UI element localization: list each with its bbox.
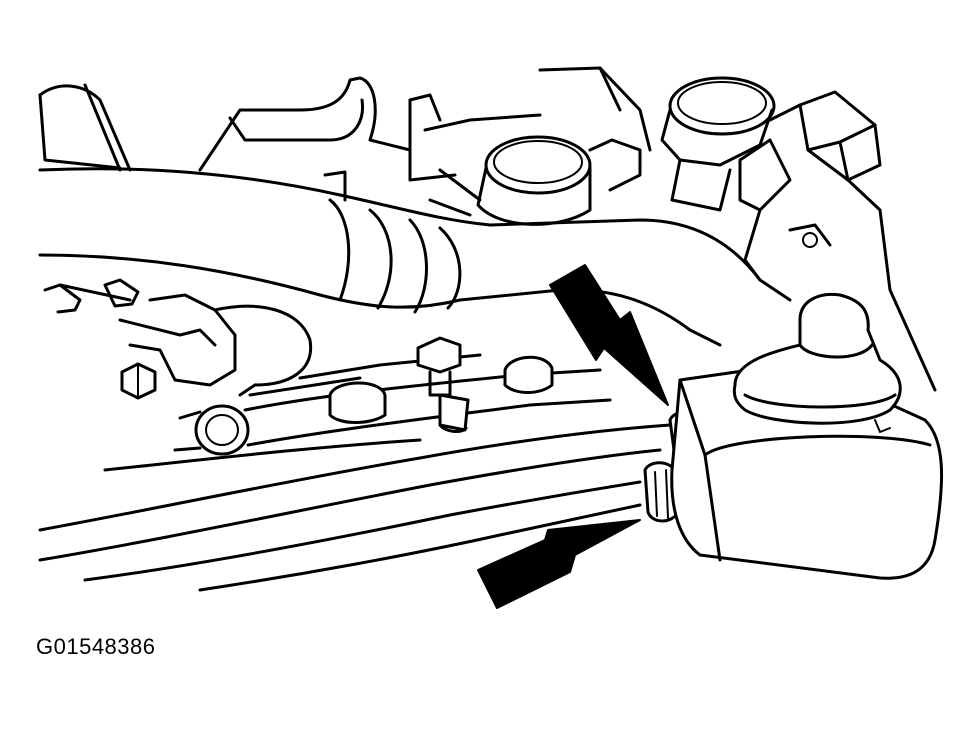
- bracket-right: [738, 90, 937, 392]
- rubber-boot-cap: [732, 292, 902, 433]
- left-bracket-assembly: [43, 278, 313, 397]
- figure-id-label: G01548386: [36, 634, 156, 659]
- coolant-fitting-left: [476, 135, 642, 226]
- coolant-tube: [243, 353, 612, 447]
- sensor-stud: [416, 336, 470, 434]
- bolt-left: [120, 362, 157, 400]
- component-housing: [670, 368, 944, 580]
- tube-fitting-left: [173, 404, 250, 456]
- heater-hoses: [38, 423, 672, 592]
- engine-block: [38, 66, 652, 217]
- callout-arrow-upper: [549, 264, 669, 406]
- callout-arrow-lower: [477, 519, 641, 609]
- coolant-fitting-right: [660, 76, 776, 212]
- upper-radiator-hose: [38, 167, 792, 347]
